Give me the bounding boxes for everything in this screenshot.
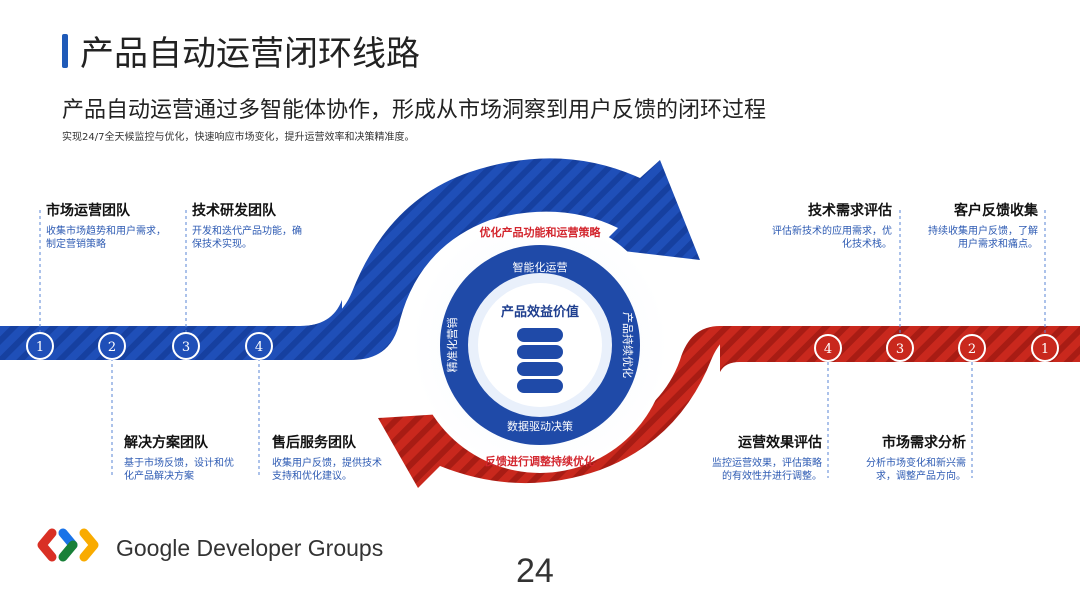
blue-upper-arc: [300, 158, 700, 360]
team-text: 评估新技术的应用需求，优化技术栈。: [772, 225, 892, 251]
ring-label-top: 智能化运营: [513, 260, 568, 274]
team-tech-requirement: 技术需求评估 评估新技术的应用需求，优化技术栈。: [772, 202, 892, 252]
page-subtitle: 产品自动运营通过多智能体协作，形成从市场洞察到用户反馈的闭环过程: [62, 98, 767, 123]
team-name: 技术研发团队: [192, 203, 276, 219]
team-name: 解决方案团队: [124, 435, 208, 451]
team-text: 分析市场变化和新兴需求，调整产品方向。: [866, 457, 966, 483]
page-title: 产品自动运营闭环线路: [80, 34, 420, 74]
page-number: 24: [516, 552, 554, 590]
team-name: 客户反馈收集: [954, 203, 1038, 219]
left-node-1: 1: [36, 340, 44, 355]
stack-icon: [517, 328, 563, 393]
team-solutions: 解决方案团队 基于市场反馈，设计和优化产品解决方案: [124, 434, 236, 484]
ring-label-bottom: 数据驱动决策: [507, 419, 573, 433]
team-text: 监控运营效果，评估策略的有效性并进行调整。: [712, 457, 822, 483]
right-node-2: 2: [968, 342, 976, 357]
right-node-3: 3: [896, 342, 904, 357]
page-description: 实现24/7全天候监控与优化，快速响应市场变化，提升运营效率和决策精准度。: [62, 132, 415, 143]
team-market-analysis: 市场需求分析 分析市场变化和新兴需求，调整产品方向。: [852, 434, 966, 484]
team-text: 开发和迭代产品功能，确保技术实现。: [192, 225, 302, 251]
bottom-arrow-label: 反馈进行调整持续优化: [485, 454, 595, 468]
team-name: 市场需求分析: [882, 435, 966, 451]
ring-label-right: 产品持续优化: [621, 312, 635, 378]
gdg-logo-icon: [37, 528, 99, 562]
team-customer-feedback: 客户反馈收集 持续收集用户反馈，了解用户需求和痛点。: [920, 202, 1038, 252]
ring-label-left: 精准化营销: [445, 318, 459, 373]
team-tech-rd: 技术研发团队 开发和迭代产品功能，确保技术实现。: [192, 202, 304, 252]
left-node-2: 2: [108, 340, 116, 355]
team-name: 技术需求评估: [808, 203, 892, 219]
team-operation-eval: 运营效果评估 监控运营效果，评估策略的有效性并进行调整。: [708, 434, 822, 484]
core-label: 产品效益价值: [501, 304, 579, 320]
left-node-4: 4: [255, 340, 263, 355]
left-node-3: 3: [182, 340, 190, 355]
team-market-operations: 市场运营团队 收集市场趋势和用户需求，制定营销策略: [46, 202, 166, 252]
brand-name: Google Developer Groups: [116, 535, 384, 561]
top-arrow-label: 优化产品功能和运营策略: [480, 225, 602, 239]
right-node-4: 4: [824, 342, 832, 357]
title-accent-bar: [62, 34, 68, 68]
team-text: 持续收集用户反馈，了解用户需求和痛点。: [928, 225, 1038, 251]
left-nodes: [26, 332, 273, 360]
right-node-1: 1: [1041, 342, 1049, 357]
team-name: 运营效果评估: [738, 435, 822, 451]
team-after-sales: 售后服务团队 收集用户反馈，提供技术支持和优化建议。: [272, 434, 384, 484]
team-name: 售后服务团队: [272, 435, 356, 451]
right-nodes: [814, 334, 1059, 362]
team-text: 收集市场趋势和用户需求，制定营销策略: [46, 225, 166, 251]
team-name: 市场运营团队: [46, 203, 130, 219]
team-text: 基于市场反馈，设计和优化产品解决方案: [124, 457, 234, 483]
team-text: 收集用户反馈，提供技术支持和优化建议。: [272, 457, 382, 483]
